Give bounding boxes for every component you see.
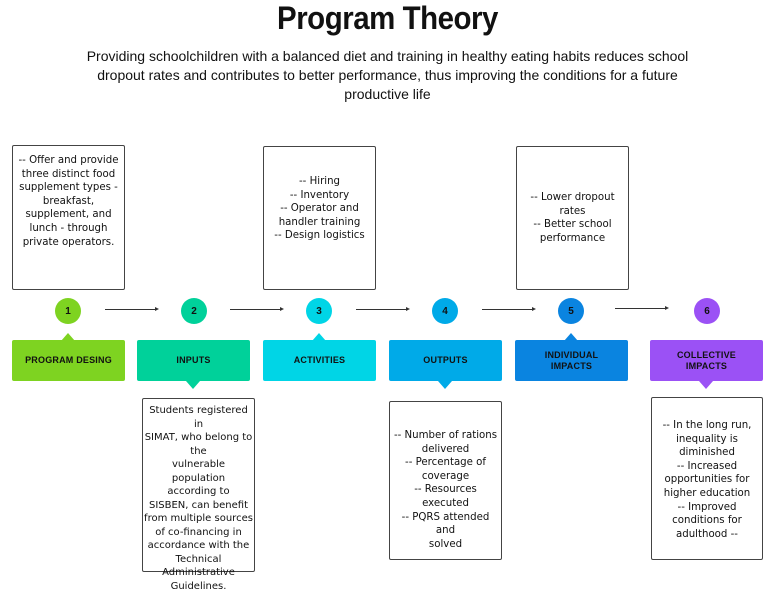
step-2-label: INPUTS xyxy=(176,355,211,365)
step-1-banner: PROGRAM DESING xyxy=(12,340,125,381)
step-1-description: -- Offer and provide three distinct food… xyxy=(18,155,119,248)
step-1-number-circle: 1 xyxy=(55,298,81,324)
step-4-number: 4 xyxy=(442,305,448,317)
step-3-pointer xyxy=(312,333,326,341)
page-title: Program Theory xyxy=(277,0,498,36)
step-6-number-circle: 6 xyxy=(694,298,720,324)
step-1-label: PROGRAM DESING xyxy=(25,355,112,365)
step-2-description: Students registered in SIMAT, who belong… xyxy=(144,405,253,592)
step-6-pointer xyxy=(699,381,713,389)
step-4-label: OUTPUTS xyxy=(423,355,468,365)
step-3-number-circle: 3 xyxy=(306,298,332,324)
step-1-number: 1 xyxy=(65,305,71,317)
step-1-description-box: -- Offer and provide three distinct food… xyxy=(12,145,125,290)
step-5-description-box: -- Lower dropout rates -- Better school … xyxy=(516,146,629,290)
step-2-banner: INPUTS xyxy=(137,340,250,381)
step-3-banner: ACTIVITIES xyxy=(263,340,376,381)
step-4-description: -- Number of rations delivered -- Percen… xyxy=(393,430,498,550)
step-4-description-box: -- Number of rations delivered -- Percen… xyxy=(389,401,502,560)
step-5-pointer xyxy=(564,333,578,341)
step-1-pointer xyxy=(61,333,75,341)
page-subtitle: Providing schoolchildren with a balanced… xyxy=(86,48,689,102)
step-6-banner: COLLECTIVE IMPACTS xyxy=(650,340,763,381)
step-6-description: -- In the long run, inequality is dimini… xyxy=(662,420,752,540)
step-6-label: COLLECTIVE IMPACTS xyxy=(676,349,736,371)
step-3-description-box: -- Hiring -- Inventory -- Operator and h… xyxy=(263,146,376,290)
step-4-banner: OUTPUTS xyxy=(389,340,502,381)
arrow-5-to-6 xyxy=(615,306,669,310)
arrow-1-to-2 xyxy=(105,307,159,311)
step-5-number: 5 xyxy=(568,305,574,317)
step-2-pointer xyxy=(186,381,200,389)
step-4-number-circle: 4 xyxy=(432,298,458,324)
step-3-number: 3 xyxy=(316,305,322,317)
arrow-3-to-4 xyxy=(356,307,410,311)
step-3-label: ACTIVITIES xyxy=(293,355,346,365)
step-4-pointer xyxy=(438,381,452,389)
step-3-description: -- Hiring -- Inventory -- Operator and h… xyxy=(274,176,365,242)
step-5-number-circle: 5 xyxy=(558,298,584,324)
arrow-4-to-5 xyxy=(482,307,536,311)
step-2-description-box: Students registered in SIMAT, who belong… xyxy=(142,398,255,592)
step-6-description-box: -- In the long run, inequality is dimini… xyxy=(651,397,763,560)
step-6-number: 6 xyxy=(704,305,710,317)
step-5-description: -- Lower dropout rates -- Better school … xyxy=(530,192,615,244)
step-5-label: INDIVIDUAL IMPACTS xyxy=(544,349,599,371)
step-5-banner: INDIVIDUAL IMPACTS xyxy=(515,340,628,381)
arrow-2-to-3 xyxy=(230,307,284,311)
step-2-number: 2 xyxy=(191,305,197,317)
step-2-number-circle: 2 xyxy=(181,298,207,324)
